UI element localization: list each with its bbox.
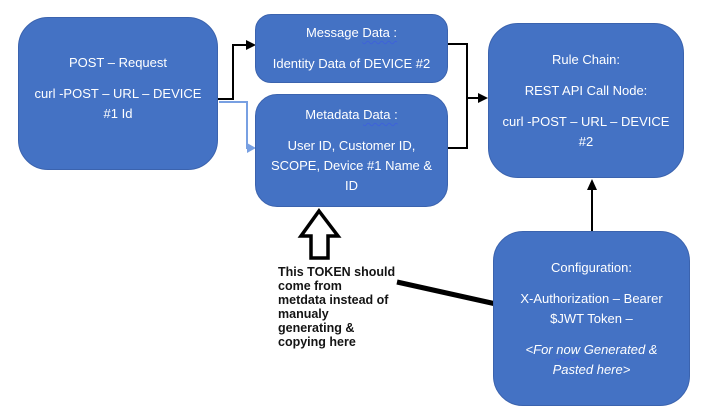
node-post-request-body: curl -POST – URL – DEVICE #1 Id bbox=[34, 86, 202, 121]
node-metadata-data-title-text: Metadata bbox=[305, 107, 364, 122]
node-rule-chain-body: curl -POST – URL – DEVICE #2 bbox=[502, 113, 670, 149]
node-configuration-title: Configuration: bbox=[551, 259, 632, 275]
annotation-text: This TOKEN should come from metdata inst… bbox=[278, 265, 396, 349]
connector-post-to-metadata bbox=[219, 101, 256, 153]
node-metadata-data: Metadata Data : User ID, Customer ID, SC… bbox=[255, 94, 448, 207]
node-post-request-title: POST – Request bbox=[68, 55, 168, 70]
node-message-data-title: Message Data : bbox=[306, 23, 397, 43]
node-metadata-data-title-squiggle: Data : bbox=[363, 107, 398, 122]
node-rule-chain-title: Rule Chain: bbox=[552, 51, 620, 67]
node-configuration-note-text-a: <For bbox=[525, 341, 557, 357]
node-metadata-data-title: Metadata Data : bbox=[305, 105, 398, 125]
node-message-data-title-squiggle: Data : bbox=[362, 25, 398, 40]
node-rule-chain: Rule Chain: REST API Call Node: curl -PO… bbox=[488, 23, 684, 178]
arrowhead-icon bbox=[587, 179, 597, 190]
arrowhead-icon bbox=[478, 93, 488, 103]
connector-merge-to-rulechain bbox=[448, 43, 488, 149]
node-configuration: Configuration: X-Authorization – Bearer … bbox=[493, 231, 690, 406]
node-configuration-note-text-c: Generated & Pasted here> bbox=[552, 341, 658, 377]
node-post-request: POST – Request curl -POST – URL – DEVICE… bbox=[18, 17, 218, 170]
node-message-data-title-text: Message bbox=[305, 25, 363, 40]
node-configuration-note: <For now Generated & Pasted here> bbox=[526, 340, 658, 380]
connector-post-to-message bbox=[218, 40, 256, 100]
node-metadata-data-body: User ID, Customer ID, SCOPE, Device #1 N… bbox=[270, 138, 433, 193]
node-message-data: Message Data : Identity Data of DEVICE #… bbox=[255, 14, 448, 83]
node-rule-chain-subtitle: REST API Call Node: bbox=[524, 82, 648, 98]
node-configuration-body: X-Authorization – Bearer $JWT Token – bbox=[520, 290, 663, 326]
up-block-arrow-icon bbox=[297, 208, 342, 260]
node-message-data-body: Identity Data of DEVICE #2 bbox=[272, 56, 431, 71]
connector-config-to-rulechain bbox=[587, 179, 597, 231]
node-configuration-note-squiggle: now bbox=[556, 341, 581, 357]
